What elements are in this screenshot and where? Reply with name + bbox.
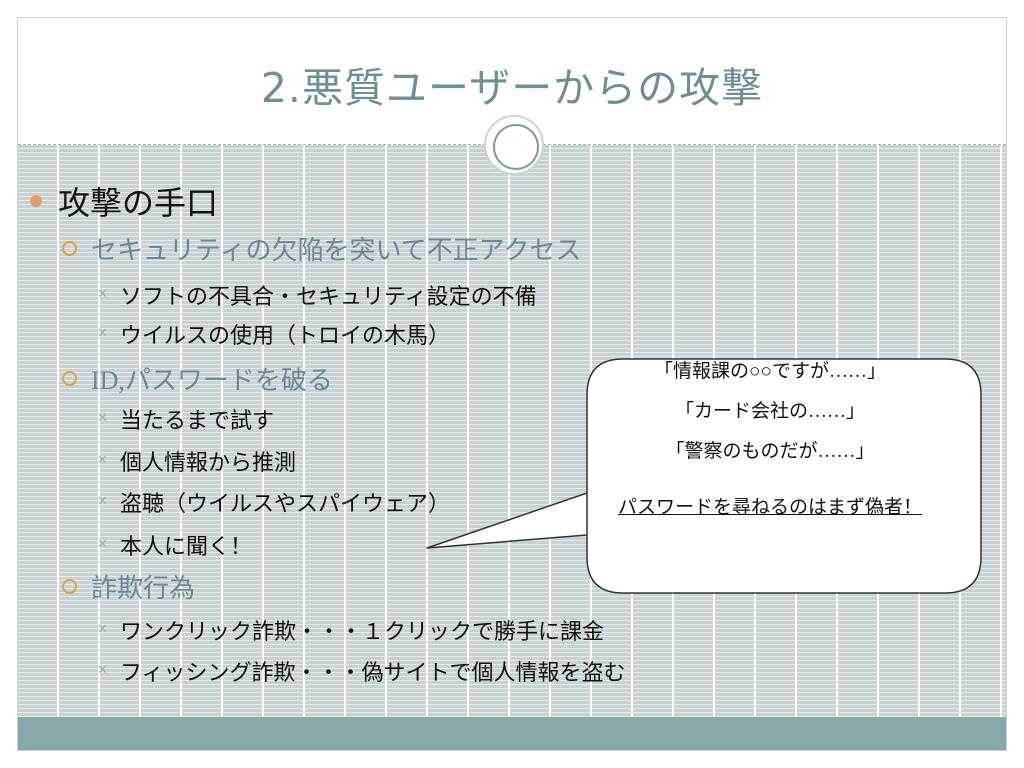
section-label: ID,パスワードを破る <box>62 360 333 397</box>
list-item: ✕ ワンクリック詐欺・・・１クリックで勝手に課金 <box>97 619 605 644</box>
cross-bullet-icon: ✕ <box>97 410 108 425</box>
list-item: ✕ フィッシング詐欺・・・偽サイトで個人情報を盗む <box>97 660 626 685</box>
cross-bullet-icon: ✕ <box>97 536 108 551</box>
double-ring-icon <box>484 115 544 175</box>
heading-text: 攻撃の手口 <box>58 185 219 221</box>
cross-bullet-icon: ✕ <box>97 452 108 467</box>
cross-bullet-icon: ✕ <box>97 325 108 340</box>
list-item: ✕ ソフトの不具合・セキュリティ設定の不備 <box>97 284 537 309</box>
callout-warning: パスワードを尋ねるのはまず偽者！ <box>617 497 922 518</box>
callout-line: 「警察のものだが……」 <box>665 441 875 462</box>
cross-bullet-icon: ✕ <box>97 286 108 301</box>
hollow-circle-bullet-icon <box>62 579 77 594</box>
list-item: ✕ ウイルスの使用（トロイの木馬） <box>97 323 451 348</box>
slide-title: 2.悪質ユーザーからの攻撃 <box>260 64 764 112</box>
callout-text: 「情報課の○○ですが……」 「カード会社の……」 「警察のものだが……」 パスワ… <box>573 352 967 528</box>
slide: 2.悪質ユーザーからの攻撃 <box>17 17 1007 751</box>
section-label: 詐欺行為 <box>62 568 195 605</box>
callout-spacer <box>573 472 967 488</box>
callout-line: 「カード会社の……」 <box>674 401 865 422</box>
cross-bullet-icon: ✕ <box>97 493 108 508</box>
list-item: ✕ 個人情報から推測 <box>97 450 297 475</box>
cross-bullet-icon: ✕ <box>97 621 108 636</box>
hollow-circle-bullet-icon <box>62 241 77 256</box>
list-item: ✕ 本人に聞く！ <box>97 534 253 559</box>
callout-line: 「情報課の○○ですが……」 <box>654 361 886 382</box>
footer-band <box>18 717 1006 750</box>
list-item: ✕ 盗聴（ウイルスやスパイウェア） <box>97 491 451 516</box>
list-item: ✕ 当たるまで試す <box>97 408 275 433</box>
filled-circle-bullet-icon <box>30 195 42 207</box>
section-label: セキュリティの欠陥を突いて不正アクセス <box>62 230 581 267</box>
hollow-circle-bullet-icon <box>62 371 77 386</box>
cross-bullet-icon: ✕ <box>97 662 108 677</box>
bullet-heading: 攻撃の手口 <box>30 178 219 224</box>
